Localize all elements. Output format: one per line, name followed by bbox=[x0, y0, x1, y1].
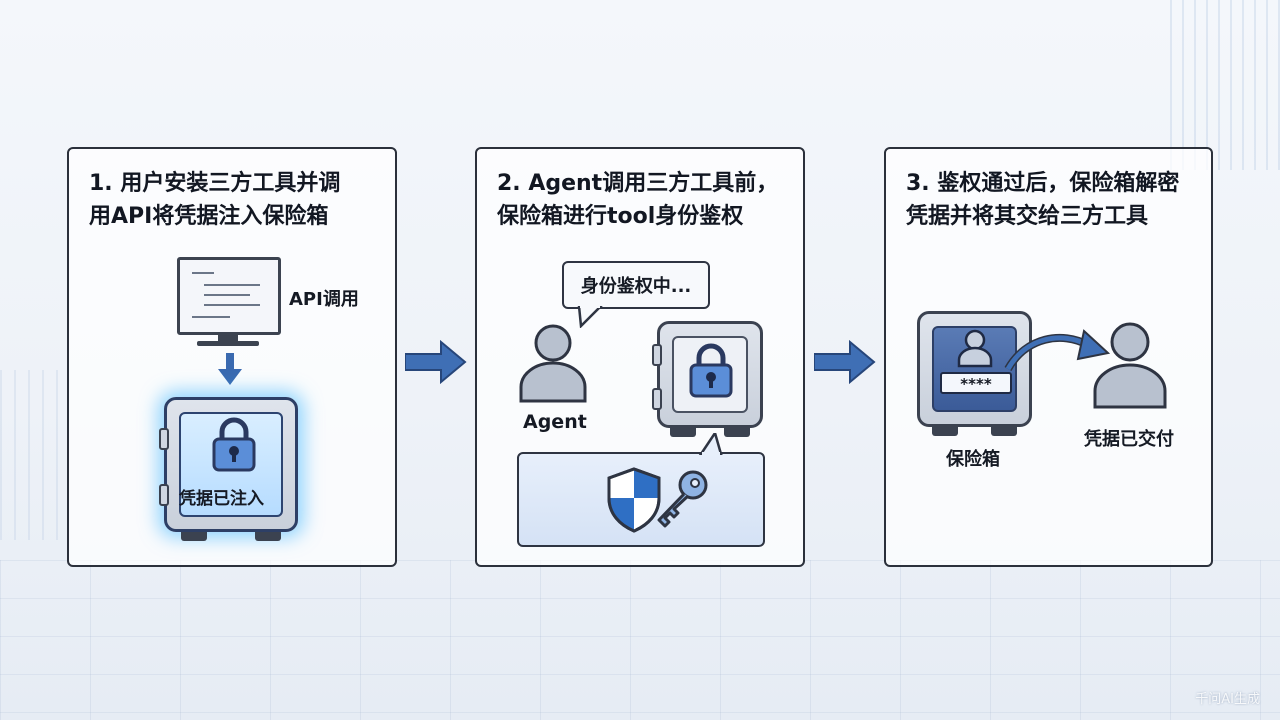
monitor-stand bbox=[218, 335, 238, 341]
step-2-panel: 2. Agent调用三方工具前， 保险箱进行tool身份鉴权 身份鉴权中... … bbox=[475, 147, 805, 567]
safe-icon bbox=[652, 321, 763, 437]
step-3-title-line1: 3. 鉴权通过后，保险箱解密 bbox=[906, 171, 1180, 196]
step-3-title: 3. 鉴权通过后，保险箱解密 凭据并将其交给三方工具 bbox=[906, 167, 1201, 233]
auth-status-bubble: 身份鉴权中... bbox=[562, 261, 710, 309]
arrow-down-icon bbox=[218, 353, 242, 385]
open-safe-icon: **** bbox=[917, 311, 1032, 436]
background-decoration-left bbox=[0, 370, 60, 540]
curved-arrow-icon bbox=[1004, 329, 1111, 372]
agent-label: Agent bbox=[523, 411, 587, 433]
step-1-panel: 1. 用户安装三方工具并调 用API将凭据注入保险箱 API调用 凭据已注入 bbox=[67, 147, 397, 567]
credential-delivered-label: 凭据已交付 bbox=[1084, 429, 1174, 450]
key-icon bbox=[657, 470, 708, 528]
flow-arrow-icon-1 bbox=[405, 340, 467, 384]
monitor-icon bbox=[177, 257, 281, 335]
step-3-title-line2: 凭据并将其交给三方工具 bbox=[906, 204, 1149, 229]
masked-password-field: **** bbox=[940, 372, 1012, 394]
monitor-base bbox=[197, 341, 259, 346]
step-3-panel: 3. 鉴权通过后，保险箱解密 凭据并将其交给三方工具 **** 保险箱 凭据已交… bbox=[884, 147, 1213, 567]
safe-label: 保险箱 bbox=[946, 449, 1000, 470]
lock-icon bbox=[212, 417, 256, 472]
user-icon bbox=[519, 324, 587, 403]
safe-icon: 凭据已注入 bbox=[159, 397, 298, 541]
step-1-title: 1. 用户安装三方工具并调 用API将凭据注入保险箱 bbox=[89, 167, 385, 233]
lock-icon bbox=[689, 343, 733, 398]
api-call-label: API调用 bbox=[289, 289, 359, 310]
step-1-title-line2: 用API将凭据注入保险箱 bbox=[89, 204, 329, 229]
step-2-title-line1: 2. Agent调用三方工具前， bbox=[497, 171, 779, 196]
bubble-tail-2 bbox=[698, 433, 723, 455]
background-decoration bbox=[1170, 0, 1280, 170]
safe-injected-label: 凭据已注入 bbox=[179, 489, 264, 509]
step-1-title-line1: 1. 用户安装三方工具并调 bbox=[89, 171, 341, 196]
user-icon bbox=[957, 329, 993, 368]
user-icon bbox=[1093, 322, 1167, 409]
flow-arrow-icon-2 bbox=[814, 340, 876, 384]
auth-status-text: 身份鉴权中... bbox=[580, 276, 692, 297]
background-floor bbox=[0, 560, 1280, 720]
shield-icon bbox=[607, 467, 661, 533]
watermark: 千问AI生成 bbox=[1195, 692, 1260, 707]
credential-verification-bubble bbox=[517, 452, 765, 547]
step-2-title: 2. Agent调用三方工具前， 保险箱进行tool身份鉴权 bbox=[497, 167, 793, 233]
step-2-title-line2: 保险箱进行tool身份鉴权 bbox=[497, 204, 744, 229]
bubble-tail bbox=[577, 306, 603, 328]
